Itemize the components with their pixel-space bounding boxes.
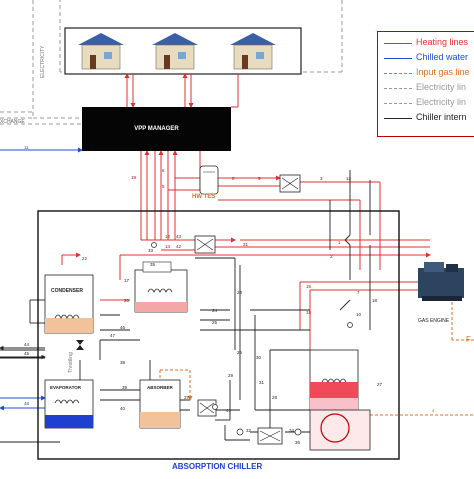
stream-number: 9 (258, 176, 261, 181)
house-1 (78, 33, 124, 70)
electricity-label: ELECTRICITY (40, 45, 46, 78)
legend-item-chiller-internal: Chiller intern (378, 112, 474, 126)
stream-number: 39 (122, 385, 128, 390)
stream-number: 23 (237, 290, 243, 295)
legend-label: Chilled water (416, 52, 469, 62)
stream-number: 25 (212, 320, 218, 325)
gas-engine (418, 262, 464, 301)
vpp-manager-label: VPP MANAGER (134, 126, 179, 132)
stream-number: 33 (148, 248, 154, 253)
stream-number: 17 (124, 278, 130, 283)
legend-label: Chiller intern (416, 112, 467, 122)
stream-number: 29 (228, 373, 234, 378)
legend-label: Heating lines (416, 37, 469, 47)
stream-number: 11 (24, 145, 29, 150)
vpp-manager-box: VPP MANAGER (82, 107, 231, 151)
stream-number: 20 (124, 298, 130, 303)
pumps (151, 242, 353, 436)
absorption-chiller-label: ABSORPTION CHILLER (172, 462, 263, 471)
stream-number: 5 (162, 184, 165, 189)
absorber-label: ABSORBER (147, 385, 173, 390)
stream-number: 16 (306, 284, 312, 289)
legend-label: Electricity lin (416, 82, 467, 92)
stream-number: 12 (165, 234, 171, 239)
generator-high (309, 349, 371, 451)
stream-number: 10 (356, 312, 362, 317)
stream-number: 2 (330, 254, 333, 259)
hw-tes-label: HW TES (192, 194, 216, 200)
stream-number: 8 (232, 176, 235, 181)
generator-low (134, 261, 188, 313)
stream-number: 35 (150, 262, 156, 267)
stream-number: 21 (243, 242, 249, 247)
stream-number: 45 (24, 351, 30, 356)
legend-label: Electricity lin (416, 97, 467, 107)
stream-number: 47 (110, 333, 116, 338)
stream-number: 18 (372, 298, 378, 303)
stream-number: 1 (338, 240, 341, 245)
fuel-label: F (466, 335, 471, 344)
stream-number: 26 (237, 350, 243, 355)
condenser-label: CONDENSER (51, 288, 83, 294)
stream-number: 37 (184, 395, 190, 400)
evaporator-label: EVAPORATOR (50, 385, 82, 390)
stream-number: 34 (289, 428, 295, 433)
condenser (44, 274, 94, 334)
exchange-label: XCHANGE (0, 119, 25, 125)
stream-number: 6 (162, 168, 165, 173)
house-3 (230, 33, 276, 70)
stream-number: 48 (24, 401, 30, 406)
stream-number: 31 (259, 380, 265, 385)
stream-number: 15 (306, 310, 312, 315)
heat-exchanger-bottom (257, 427, 283, 445)
heat-exchanger-mid (194, 235, 216, 254)
stream-number: 14 (165, 244, 171, 249)
stream-number: 36 (295, 440, 301, 445)
stream-number: 28 (272, 395, 278, 400)
legend-item-electricity-a: Electricity lin (378, 82, 474, 96)
legend: Heating lines Chilled water Input gas li… (377, 31, 474, 137)
legend-item-electricity-b: Electricity lin (378, 97, 474, 111)
stream-number: 38 (120, 360, 126, 365)
stream-number: 44 (24, 342, 30, 347)
absorption-chiller-boundary (37, 210, 400, 460)
stream-number: 46 (120, 325, 126, 330)
stream-number: 43 (176, 234, 182, 239)
legend-label: Input gas line (416, 67, 470, 77)
stream-number: 24 (212, 308, 218, 313)
stream-number: 13 (346, 176, 352, 181)
stream-number: 4 (432, 408, 435, 413)
stream-number: 41 (226, 408, 232, 413)
stream-number: 3 (320, 176, 323, 181)
absorber (139, 379, 181, 429)
stream-number: 19 (131, 175, 137, 180)
gas-engine-label: GAS ENGINE (418, 318, 450, 324)
heat-exchanger-low (197, 399, 217, 417)
stream-number: 22 (82, 256, 88, 261)
evaporator (44, 379, 94, 429)
stream-number: 7 (357, 290, 360, 295)
stream-number: 32 (246, 428, 252, 433)
hw-tes-tank (199, 165, 219, 195)
stream-number: 30 (256, 355, 262, 360)
legend-item-heating: Heating lines (378, 37, 474, 51)
throttling-label: Throttling (68, 352, 74, 373)
legend-item-gas: Input gas line (378, 67, 474, 81)
heat-exchanger-top (279, 174, 301, 193)
stream-number: 42 (176, 244, 182, 249)
legend-item-chilled: Chilled water (378, 52, 474, 66)
house-2 (152, 33, 198, 70)
stream-number: 40 (120, 406, 126, 411)
throttling-valve (76, 340, 84, 350)
stream-number: 27 (377, 382, 383, 387)
